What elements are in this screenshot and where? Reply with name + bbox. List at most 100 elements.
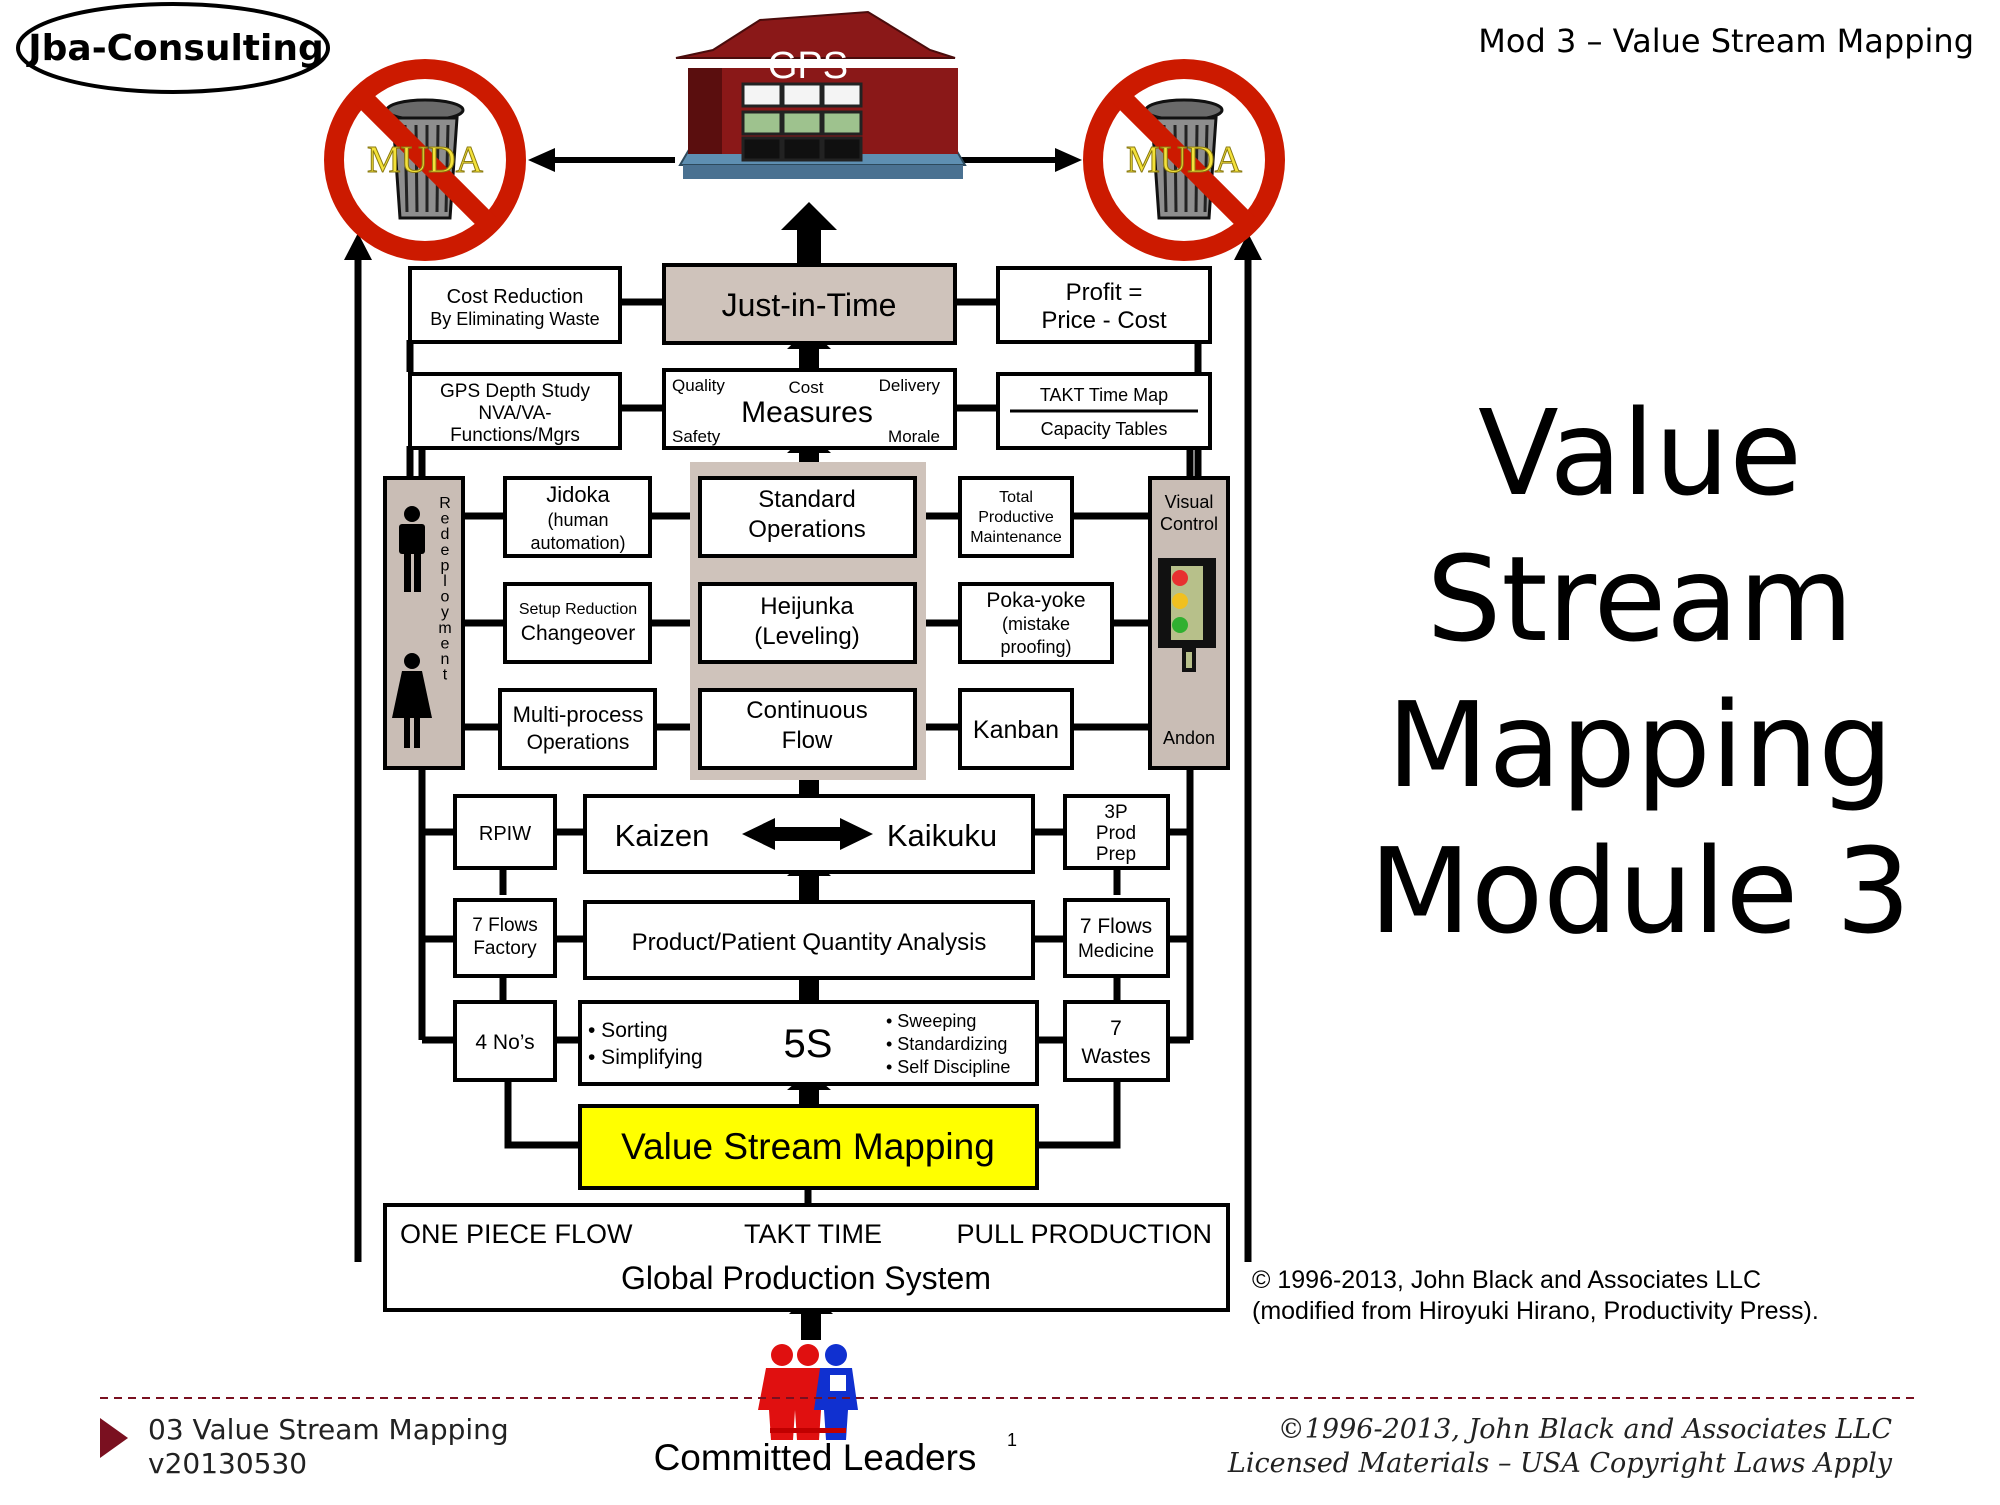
svg-text:7: 7 xyxy=(1110,1017,1122,1040)
cost-reduction-box: Cost Reduction By Eliminating Waste xyxy=(408,266,622,344)
profit-box: Profit = Price - Cost xyxy=(996,266,1212,344)
arrow-to-gps xyxy=(781,202,837,264)
svg-text:Changeover: Changeover xyxy=(521,622,635,645)
svg-text:Poka-yoke: Poka-yoke xyxy=(986,589,1085,612)
multiprocess-box: Multi-process Operations xyxy=(498,688,657,770)
tpm-box: Total Productive Maintenance xyxy=(958,476,1074,558)
measures-title: Measures xyxy=(741,396,873,429)
copyright-note: © 1996-2013, John Black and Associates L… xyxy=(1252,1266,1819,1325)
gps-depth-box: GPS Depth Study NVA/VA- Functions/Mgrs xyxy=(408,372,622,450)
footer-triangle-icon xyxy=(100,1418,128,1458)
prep-3p-box: 3P Prod Prep xyxy=(1063,794,1170,870)
four-nos-box: 4 No’s xyxy=(453,1000,557,1082)
svg-text:Total: Total xyxy=(999,489,1033,506)
committed-leaders-icon xyxy=(758,1344,858,1440)
woman-icon xyxy=(392,653,432,748)
svg-text:4 No’s: 4 No’s xyxy=(475,1031,534,1054)
svg-text:• Simplifying: • Simplifying xyxy=(588,1046,703,1069)
svg-text:3P: 3P xyxy=(1104,802,1127,823)
vsm-box: Value Stream Mapping xyxy=(578,1104,1039,1190)
measures-box: Quality Cost Delivery Measures Safety Mo… xyxy=(662,368,957,450)
muda-label-right: MUDA xyxy=(1126,139,1243,181)
svg-text:(mistake: (mistake xyxy=(1002,614,1070,634)
svg-text:Product/Patient Quantity Analy: Product/Patient Quantity Analysis xyxy=(632,929,987,956)
title-line-2: Mapping xyxy=(1386,676,1894,814)
svg-text:Capacity Tables: Capacity Tables xyxy=(1041,419,1168,439)
muda-label-left: MUDA xyxy=(367,139,484,181)
svg-text:Standard: Standard xyxy=(758,486,855,513)
svg-text:ONE PIECE FLOW: ONE PIECE FLOW xyxy=(400,1219,633,1249)
heijunka-box: Heijunka (Leveling) xyxy=(698,582,917,664)
kaizen-label: Kaizen xyxy=(615,818,710,853)
svg-text:NVA/VA-: NVA/VA- xyxy=(478,403,551,424)
svg-text:Operations: Operations xyxy=(748,516,865,543)
svg-text:Setup Reduction: Setup Reduction xyxy=(519,601,637,618)
svg-text:Kanban: Kanban xyxy=(973,716,1059,744)
page-title: Value Stream Mapping Module 3 xyxy=(1290,380,1990,964)
svg-text:PULL PRODUCTION: PULL PRODUCTION xyxy=(956,1219,1212,1249)
svg-text:(human: (human xyxy=(547,510,608,530)
svg-text:Productive: Productive xyxy=(978,509,1054,526)
svg-text:Heijunka: Heijunka xyxy=(760,593,854,620)
svg-text:Wastes: Wastes xyxy=(1081,1045,1150,1068)
deck-version: v20130530 xyxy=(148,1447,308,1480)
takt-box: TAKT Time Map Capacity Tables xyxy=(996,372,1212,450)
traffic-light-icon xyxy=(1158,558,1216,672)
svg-text:Delivery: Delivery xyxy=(879,376,941,395)
svg-text:• Sweeping: • Sweeping xyxy=(886,1011,976,1031)
svg-text:Factory: Factory xyxy=(473,938,537,959)
kaikuku-label: Kaikuku xyxy=(887,818,997,853)
svg-text:Cost Reduction: Cost Reduction xyxy=(447,286,584,308)
kanban-box: Kanban xyxy=(958,688,1074,770)
continuous-flow-box: Continuous Flow xyxy=(698,688,917,770)
svg-text:Jidoka: Jidoka xyxy=(546,482,610,507)
seven-wastes-box: 7 Wastes xyxy=(1063,1000,1170,1082)
standard-ops-box: Standard Operations xyxy=(698,476,917,558)
svg-text:Continuous: Continuous xyxy=(746,697,867,724)
svg-text:GPS Depth Study: GPS Depth Study xyxy=(440,381,590,402)
course-title: Mod 3 – Value Stream Mapping xyxy=(1478,22,1974,60)
andon-label: Andon xyxy=(1163,728,1215,748)
pqa-box: Product/Patient Quantity Analysis xyxy=(583,900,1035,980)
flows-factory-box: 7 Flows Factory xyxy=(453,898,557,978)
jidoka-box: Jidoka (human automation) xyxy=(503,476,652,558)
svg-text:(Leveling): (Leveling) xyxy=(754,623,859,650)
svg-text:Prod: Prod xyxy=(1096,823,1136,844)
svg-text:Cost: Cost xyxy=(789,378,824,397)
svg-text:By Eliminating Waste: By Eliminating Waste xyxy=(430,309,599,329)
svg-text:Quality: Quality xyxy=(672,376,725,395)
muda-sign-right: MUDA xyxy=(1083,59,1285,261)
svg-text:Price - Cost: Price - Cost xyxy=(1041,307,1167,334)
committed-leaders-label: Committed Leaders xyxy=(654,1437,977,1478)
gps-base-label: Global Production System xyxy=(621,1260,991,1296)
svg-text:7 Flows: 7 Flows xyxy=(472,915,537,936)
svg-text:Safety: Safety xyxy=(672,427,721,446)
svg-text:• Sorting: • Sorting xyxy=(588,1019,668,1042)
svg-text:Prep: Prep xyxy=(1096,844,1136,865)
visual-control-pillar: Visual Control Andon xyxy=(1148,476,1230,770)
jit-box: Just-in-Time xyxy=(662,263,957,345)
svg-text:7 Flows: 7 Flows xyxy=(1080,915,1152,938)
setup-reduction-box: Setup Reduction Changeover xyxy=(503,582,652,664)
svg-text:Operations: Operations xyxy=(527,731,630,754)
svg-text:TAKT Time Map: TAKT Time Map xyxy=(1040,385,1168,405)
svg-text:Morale: Morale xyxy=(888,427,940,446)
gps-house: GPS xyxy=(675,10,967,179)
five-s-label: 5S xyxy=(784,1022,833,1066)
muda-sign-left: MUDA xyxy=(324,59,526,261)
pokayoke-box: Poka-yoke (mistake proofing) xyxy=(958,582,1114,664)
rpiw-box: RPIW xyxy=(453,794,557,870)
man-icon xyxy=(399,506,425,592)
svg-text:TAKT TIME: TAKT TIME xyxy=(744,1219,882,1249)
svg-text:Flow: Flow xyxy=(782,727,833,754)
svg-text:Visual: Visual xyxy=(1165,492,1214,512)
jit-label: Just-in-Time xyxy=(722,287,897,323)
svg-text:Control: Control xyxy=(1160,514,1218,534)
title-line-3: Module 3 xyxy=(1369,822,1911,960)
kaizen-kaikuku-box: Kaizen Kaikuku xyxy=(583,794,1035,874)
flows-medicine-box: 7 Flows Medicine xyxy=(1063,898,1170,978)
vsm-label: Value Stream Mapping xyxy=(621,1126,995,1167)
